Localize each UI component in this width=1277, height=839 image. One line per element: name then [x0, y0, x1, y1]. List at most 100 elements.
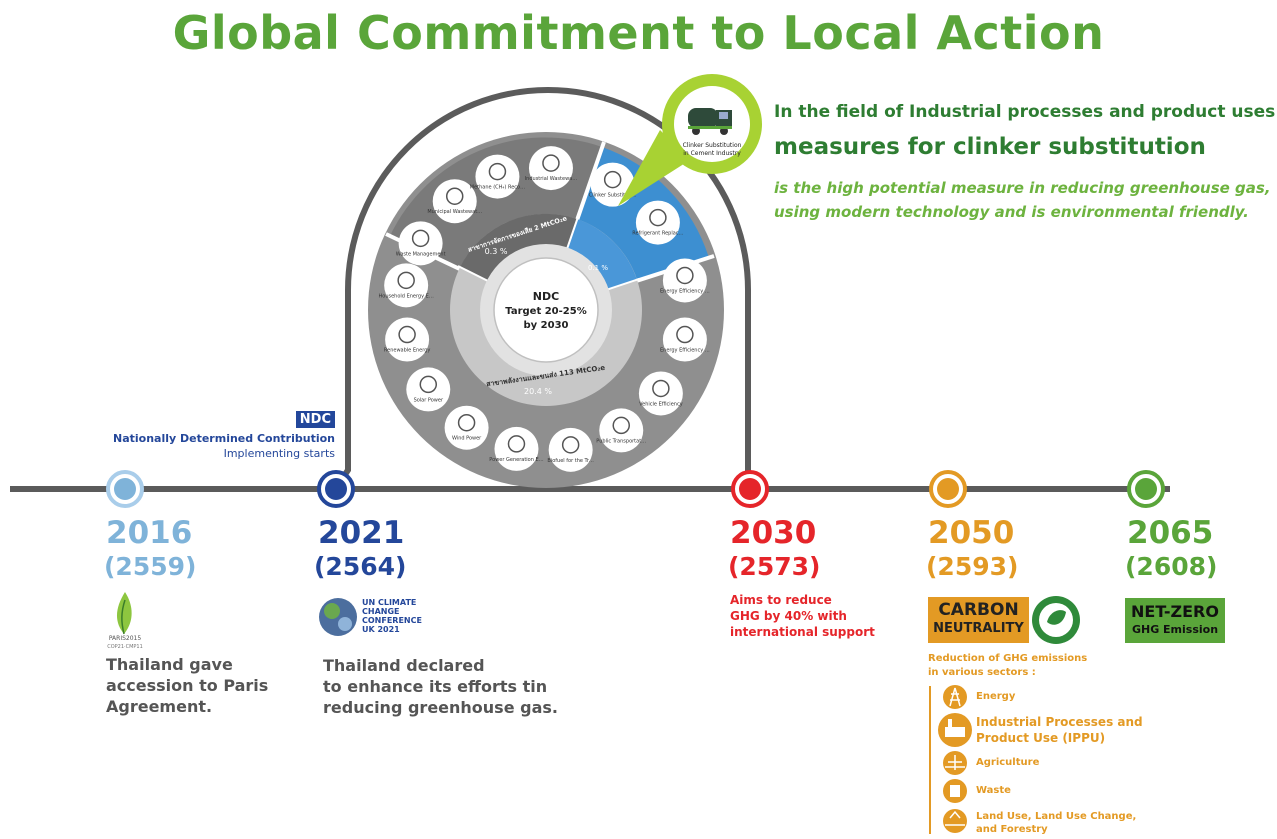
callout-line-1: In the field of Industrial processes and…: [774, 102, 1276, 122]
wheel-icon-15: Household Energy E…: [379, 263, 434, 308]
ndc-center-target: Target 20-25%: [505, 306, 586, 317]
un-climate-conference-logo: UN CLIMATE CHANGE CONFERENCE UK 2021: [319, 598, 422, 636]
agriculture-icon: [943, 751, 967, 775]
wheel-icon-4: Clinker Substituti…: [589, 162, 637, 207]
ndc-implementing: Implementing starts: [223, 447, 335, 460]
sector-ippu-line-1: Industrial Processes and: [976, 715, 1143, 729]
desc-2016-line-3: Agreement.: [106, 697, 213, 716]
desc-2021-line-1: Thailand declared: [323, 656, 485, 675]
wheel-icons: Waste Management Municipal Wastewat… Metha…: [379, 146, 710, 472]
be-year-2030: (2573): [728, 552, 821, 581]
desc-2021-line-3: reducing greenhouse gas.: [323, 698, 558, 717]
wheel-icon-0: Waste Management: [396, 221, 446, 266]
ndc-center-year: by 2030: [524, 320, 569, 331]
waste-pct: 0.3 %: [485, 247, 508, 256]
wheel-icon-label: Public Transportat…: [596, 438, 646, 444]
desc-2030-line-1: Aims to reduce: [730, 593, 832, 607]
wheel-icon-14: Renewable Energy: [384, 317, 430, 362]
callout-line-2: measures for clinker substitution: [774, 134, 1206, 160]
milestone-node-2030: [731, 470, 769, 508]
wheel-icon-label: Wind Power: [452, 436, 482, 442]
sector-energy: Energy: [976, 691, 1016, 702]
wheel-icon-1: Municipal Wastewat…: [427, 179, 482, 224]
page-title: Global Commitment to Local Action: [172, 6, 1105, 60]
wheel-icon-label: Clinker Substituti…: [589, 193, 637, 199]
ndc-badge: NDC: [295, 411, 335, 428]
wheel-icon-9: Public Transportat…: [596, 408, 646, 453]
desc-2030: Aims to reduce GHG by 40% with internati…: [730, 592, 875, 640]
desc-2021-line-2: to enhance its efforts tin: [323, 677, 548, 696]
carbon-neutrality-badge: CARBON NEUTRALITY: [928, 597, 1029, 643]
un-logo-line-4: UK 2021: [362, 625, 400, 634]
desc-2030-line-2: GHG by 40% with: [730, 609, 847, 623]
milestone-node-2065: [1127, 470, 1165, 508]
net-zero-line-2: GHG Emission: [1131, 623, 1219, 636]
wheel-icon-label: Waste Management: [396, 251, 446, 257]
energy-pylon-icon: [943, 685, 967, 709]
un-logo-line-3: CONFERENCE: [362, 616, 422, 625]
bubble-label-2: in Cement Industry: [683, 150, 741, 157]
wheel-icon-label: Municipal Wastewat…: [427, 209, 482, 215]
wheel-center: [493, 257, 599, 363]
sector-ippu-line-2: Product Use (IPPU): [976, 731, 1106, 745]
wheel-icon-label: Refrigerant Replac…: [632, 231, 683, 237]
sector-waste: Waste: [976, 785, 1011, 796]
factory-icon: [938, 713, 972, 747]
bubble-label-1: Clinker Substitution: [683, 142, 742, 149]
wheel-icon-label: Biofuel for the Tr…: [547, 458, 594, 464]
wheel-icon-8: Vehicle Efficiency: [638, 371, 683, 416]
waste-bin-icon: [943, 779, 967, 803]
wheel-icon-label: Solar Power: [414, 397, 444, 403]
sector-land-use-line-2: and Forestry: [976, 824, 1048, 835]
wheel-icon-label: Methane (CH₄) Reco…: [470, 185, 525, 191]
be-year-2021: (2564): [314, 552, 407, 581]
desc-2016-line-2: accession to Paris: [106, 676, 269, 695]
net-zero-badge: NET-ZERO GHG Emission: [1125, 598, 1225, 643]
un-logo-line-2: CHANGE: [362, 607, 399, 616]
desc-2030-line-3: international support: [730, 625, 875, 639]
reduction-title: Reduction of GHG emissions in various se…: [928, 652, 1087, 680]
ndc-annotation: NDC Nationally Determined Contribution I…: [113, 408, 335, 460]
sector-agriculture: Agriculture: [976, 757, 1040, 768]
energy-pct: 20.4 %: [524, 387, 552, 396]
be-year-2016: (2559): [104, 552, 197, 581]
callout-line-3: is the high potential measure in reducin…: [774, 176, 1274, 224]
wheel-icon-label: Vehicle Efficiency: [639, 401, 683, 407]
callout-line-3b: using modern technology and is environme…: [774, 203, 1249, 221]
milestone-node-2016: [106, 470, 144, 508]
year-2021: 2021: [318, 515, 405, 551]
ndc-wheel: NDC Target 20-25% by 2030 0.3 % สาขาการจ…: [368, 132, 724, 488]
wheel-icon-12: Wind Power: [444, 405, 489, 450]
carbon-neutrality-seal-icon: [1032, 596, 1080, 644]
wheel-icon-10: Biofuel for the Tr…: [547, 427, 594, 472]
year-2016: 2016: [106, 515, 193, 551]
desc-2016: Thailand gave accession to Paris Agreeme…: [106, 654, 268, 717]
year-2030: 2030: [730, 515, 817, 551]
sector-land-use: Land Use, Land Use Change, and Forestry: [976, 810, 1136, 836]
wheel-icon-label: Renewable Energy: [384, 348, 430, 354]
ndc-full-name: Nationally Determined Contribution: [112, 432, 335, 445]
year-2050: 2050: [928, 515, 1015, 551]
paris-logo-text: PARIS2015: [109, 635, 142, 642]
be-year-2050: (2593): [926, 552, 1019, 581]
sector-ippu: Industrial Processes and Product Use (IP…: [976, 714, 1143, 746]
cement-truck-icon: [688, 108, 732, 135]
timeline-track: [10, 87, 1170, 492]
wheel-icon-label: Power Generation E…: [489, 457, 543, 463]
wheel-icon-label: Energy Efficiency …: [660, 288, 710, 294]
milestone-node-2021: [317, 470, 355, 508]
carbon-badge-line-1: CARBON: [938, 600, 1019, 620]
sector-icons: [929, 685, 972, 834]
wheel-icon-label: Industrial Wastewa…: [525, 176, 578, 182]
ippu-pct: 0.1 %: [588, 264, 608, 272]
wheel-icon-11: Power Generation E…: [489, 426, 544, 471]
wheel-icon-5: Refrigerant Replac…: [632, 200, 684, 245]
clinker-callout-bubble: Clinker Substitution in Cement Industry: [618, 74, 762, 206]
wheel-icon-7: Energy Efficiency …: [660, 317, 710, 362]
land-use-icon: [943, 809, 967, 833]
wheel-icon-6: Energy Efficiency …: [660, 258, 710, 303]
ndc-center-title: NDC: [533, 290, 559, 303]
un-logo-line-1: UN CLIMATE: [362, 598, 416, 607]
wheel-icon-13: Solar Power: [406, 367, 451, 412]
